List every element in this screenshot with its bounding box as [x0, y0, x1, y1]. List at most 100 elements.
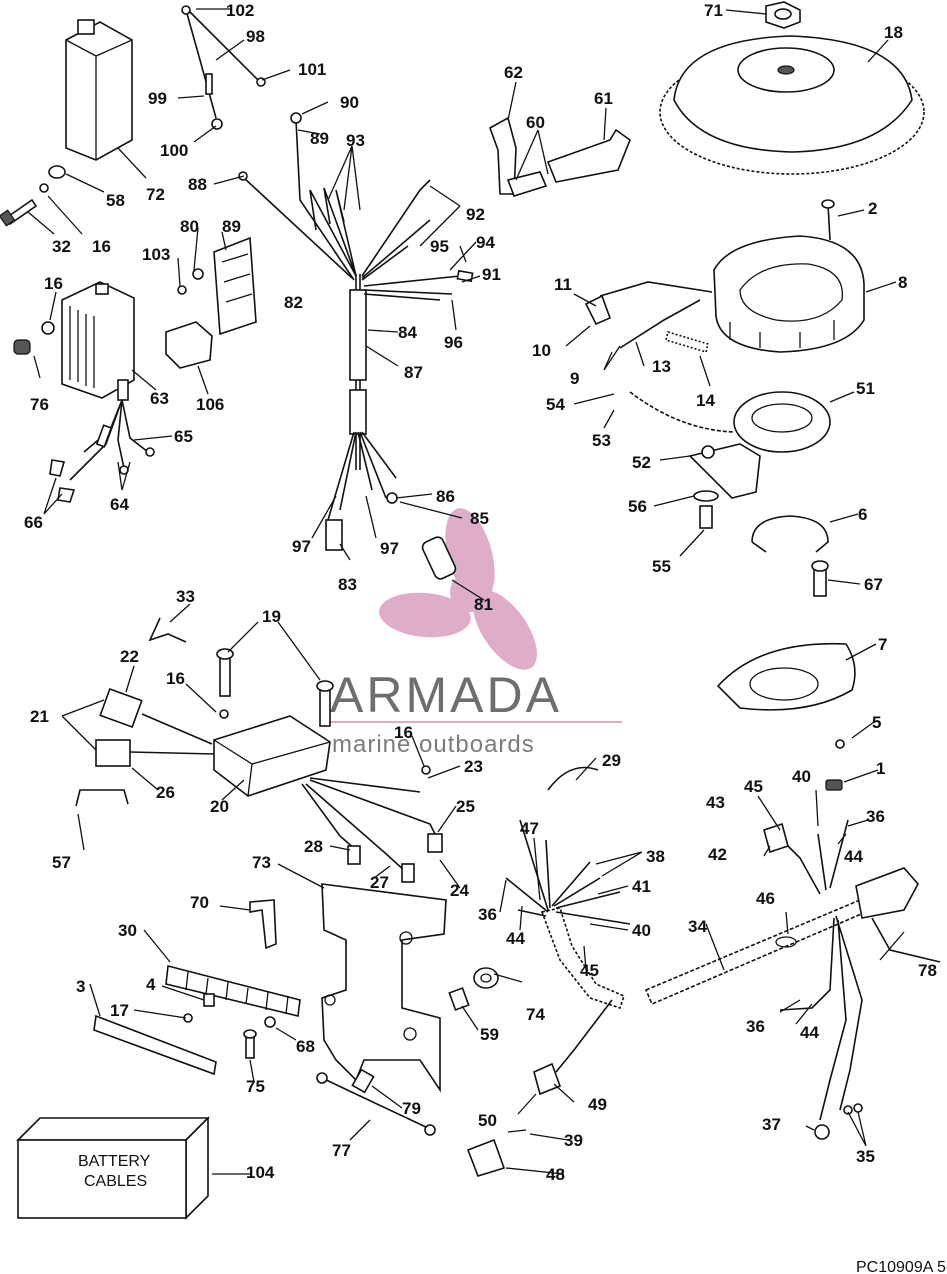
part-label: 88 — [188, 175, 207, 194]
watermark: ARMADA marine outboards — [330, 508, 622, 758]
part-label: 52 — [632, 453, 651, 472]
part-label: 81 — [474, 595, 493, 614]
part-label: 20 — [210, 797, 229, 816]
part-label: 97 — [380, 539, 399, 558]
ground-strap — [316, 1068, 436, 1136]
part-label: 53 — [592, 431, 611, 450]
part-label: 82 — [284, 293, 303, 312]
part-label: 102 — [226, 1, 254, 20]
part-label: 16 — [44, 274, 63, 293]
part-label: 86 — [436, 487, 455, 506]
part-label: 42 — [708, 845, 727, 864]
part-label: 9 — [570, 369, 579, 388]
part-label: 45 — [580, 961, 599, 980]
part-label: 65 — [174, 427, 193, 446]
part-label: 91 — [482, 265, 501, 284]
part-label: 99 — [148, 89, 167, 108]
part-label: 76 — [30, 395, 49, 414]
part-label: 4 — [146, 975, 156, 994]
part-label: 94 — [476, 233, 495, 252]
ground-wire — [181, 5, 266, 130]
part-labels: 102 98 101 99 100 72 58 32 16 90 89 93 8… — [24, 1, 947, 1274]
part-label: 95 — [430, 237, 449, 256]
propeller-logo-icon — [379, 508, 537, 670]
part-label: 57 — [52, 853, 71, 872]
part-label: 28 — [304, 837, 323, 856]
flywheel-nut — [765, 1, 801, 29]
part-label: 43 — [706, 793, 725, 812]
part-label: 68 — [296, 1037, 315, 1056]
leader-lines — [27, 8, 905, 1175]
part-label: 84 — [398, 323, 417, 342]
part-label: 14 — [696, 391, 715, 410]
part-label: 1 — [876, 759, 885, 778]
washer-and-screw-set — [0, 165, 66, 227]
part-label: 58 — [106, 191, 125, 210]
relay — [165, 321, 213, 369]
small-parts-1-5 — [825, 739, 845, 791]
part-label: 51 — [856, 379, 875, 398]
part-label: 44 — [800, 1023, 819, 1042]
screws-17-68-75 — [183, 1013, 276, 1059]
part-label: 32 — [52, 237, 71, 256]
battery-box-line1: BATTERY — [78, 1153, 151, 1170]
part-label: 67 — [864, 575, 883, 594]
battery-box-line2: CABLES — [84, 1173, 147, 1190]
part-label: 22 — [120, 647, 139, 666]
part-label: 40 — [792, 767, 811, 786]
part-label: 6 — [858, 505, 867, 524]
footer-code: PC10909A 5-84 — [856, 1259, 947, 1274]
trim-harness — [466, 819, 941, 1177]
part-label: 39 — [564, 1131, 583, 1150]
part-label: 16 — [92, 237, 111, 256]
rectifier-leads — [49, 399, 155, 503]
part-label: 34 — [688, 917, 707, 936]
part-label: 92 — [466, 205, 485, 224]
part-label: 36 — [746, 1017, 765, 1036]
plug-81 — [421, 536, 457, 580]
part-label: 85 — [470, 509, 489, 528]
terminal-block — [177, 236, 257, 336]
part-label: 36 — [866, 807, 885, 826]
part-drawings — [0, 1, 941, 1220]
part-label: 64 — [110, 495, 129, 514]
part-label: 59 — [480, 1025, 499, 1044]
power-pack-module — [65, 19, 133, 161]
part-label: 70 — [190, 893, 209, 912]
part-label: 90 — [340, 93, 359, 112]
cd-module-assembly — [95, 648, 443, 883]
part-label: 55 — [652, 557, 671, 576]
screw-2 — [821, 199, 835, 241]
part-label: 2 — [868, 199, 877, 218]
part-label: 38 — [646, 847, 665, 866]
part-label: 54 — [546, 395, 565, 414]
part-label: 101 — [298, 60, 326, 79]
part-label: 33 — [176, 587, 195, 606]
part-label: 62 — [504, 63, 523, 82]
part-label: 71 — [704, 1, 723, 20]
spark-plug-boots — [489, 116, 631, 197]
part-label: 73 — [252, 853, 271, 872]
grommets-59-74 — [448, 967, 499, 1011]
part-label: 45 — [744, 777, 763, 796]
part-label: 63 — [150, 389, 169, 408]
part-label: 17 — [110, 1001, 129, 1020]
part-label: 104 — [246, 1163, 275, 1182]
part-label: 56 — [628, 497, 647, 516]
part-label: 11 — [554, 275, 572, 294]
part-label: 13 — [652, 357, 671, 376]
part-label: 100 — [160, 141, 188, 160]
part-label: 23 — [464, 757, 483, 776]
retaining-ring — [751, 515, 829, 553]
part-label: 74 — [526, 1005, 545, 1024]
battery-cables-box — [16, 1116, 210, 1220]
part-label: 16 — [166, 669, 185, 688]
part-label: 44 — [844, 847, 863, 866]
part-label: 29 — [602, 751, 621, 770]
part-label: 89 — [222, 217, 241, 236]
part-label: 66 — [24, 513, 43, 532]
part-label: 97 — [292, 537, 311, 556]
main-harness — [238, 112, 474, 551]
part-label: 7 — [878, 635, 887, 654]
